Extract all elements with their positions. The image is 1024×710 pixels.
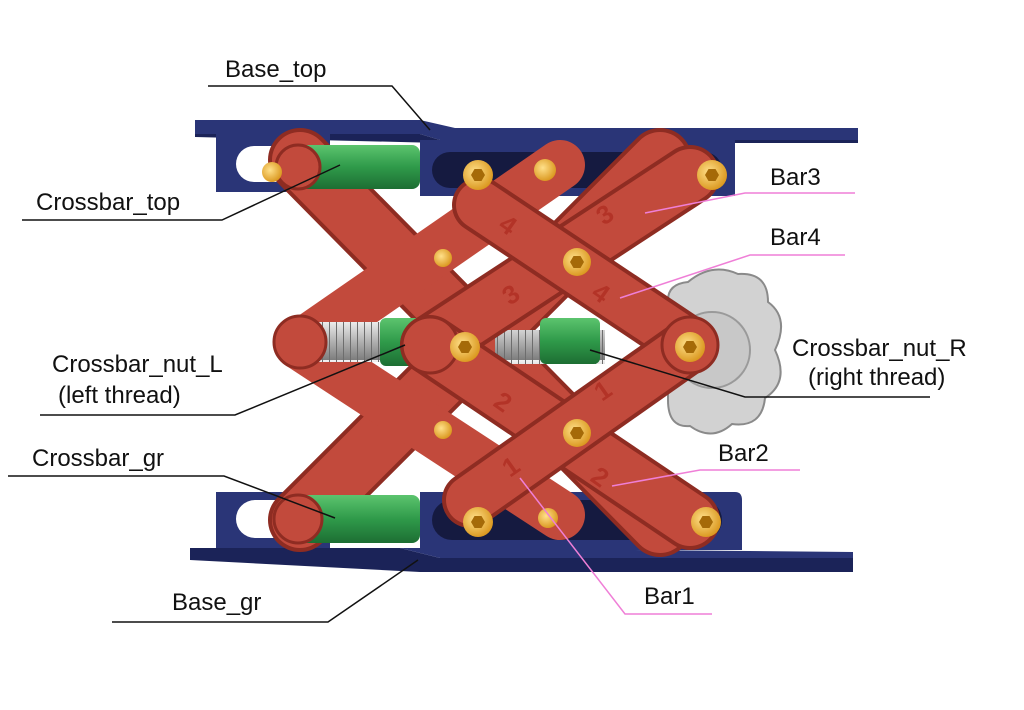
bolt-icon bbox=[563, 419, 591, 447]
leader-crossbar-gr bbox=[8, 475, 336, 519]
label-crossbar-nut-l-line2: (left thread) bbox=[58, 382, 181, 409]
label-crossbar-gr: Crossbar_gr bbox=[32, 445, 164, 472]
labels: Base_top Crossbar_top Bar3 Bar4 Crossbar… bbox=[32, 56, 967, 616]
bolt-icon bbox=[534, 159, 556, 181]
bolt-icon bbox=[563, 248, 591, 276]
label-bar4: Bar4 bbox=[770, 224, 821, 251]
bolt-icon bbox=[450, 332, 480, 362]
leader-crossbar-nut-r bbox=[589, 349, 930, 398]
bolt-icon bbox=[538, 508, 558, 528]
bolt-icon bbox=[697, 160, 727, 190]
threaded-rod bbox=[495, 318, 605, 364]
bolts bbox=[262, 159, 727, 537]
leader-lines bbox=[8, 85, 930, 623]
crossbar-gr bbox=[272, 493, 420, 545]
label-bar2: Bar2 bbox=[718, 440, 769, 467]
bolt-icon bbox=[675, 332, 705, 362]
label-crossbar-nut-l-line1: Crossbar_nut_L bbox=[52, 351, 223, 378]
label-bar3: Bar3 bbox=[770, 164, 821, 191]
leader-crossbar-nut-l bbox=[40, 344, 406, 416]
leader-bar4 bbox=[619, 254, 845, 299]
bolt-icon bbox=[463, 507, 493, 537]
bolt-icon bbox=[434, 249, 452, 267]
bolt-icon bbox=[434, 421, 452, 439]
leader-base-top bbox=[208, 85, 431, 131]
label-crossbar-nut-r-line2: (right thread) bbox=[808, 364, 945, 391]
label-base-gr: Base_gr bbox=[172, 589, 261, 616]
label-crossbar-nut-r-line1: Crossbar_nut_R bbox=[792, 335, 967, 362]
leader-bar3 bbox=[644, 192, 855, 214]
leader-base-gr bbox=[112, 559, 419, 623]
leader-bar2 bbox=[611, 469, 800, 487]
bolt-icon bbox=[262, 162, 282, 182]
label-crossbar-top: Crossbar_top bbox=[36, 189, 180, 216]
label-bar1: Bar1 bbox=[644, 583, 695, 610]
bolt-icon bbox=[691, 507, 721, 537]
leader-crossbar-top bbox=[22, 164, 341, 221]
crossbar-top bbox=[274, 143, 420, 191]
leader-bar1 bbox=[519, 477, 712, 615]
label-base-top: Base_top bbox=[225, 56, 326, 83]
bolt-icon bbox=[463, 160, 493, 190]
